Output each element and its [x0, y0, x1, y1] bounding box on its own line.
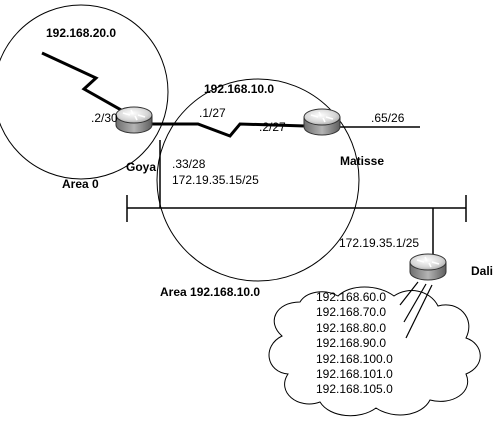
goya-ethernet-33-address: .33/28	[172, 157, 206, 171]
dali-network-item: 192.168.90.0	[316, 336, 387, 351]
router-dali-label: Dali	[471, 264, 494, 278]
goya-ethernet-172-address: 172.19.35.15/25	[172, 173, 259, 187]
network-192-168-10-0-label: 192.168.10.0	[204, 82, 275, 96]
dali-network-leader-2	[403, 283, 427, 323]
area-192-168-10-0-circle	[156, 78, 360, 282]
area-0-label: Area 0	[62, 177, 99, 191]
dali-networks-cloud	[268, 286, 481, 417]
router-matisse-label: Matisse	[340, 154, 385, 168]
dali-network-leader-3	[405, 284, 433, 339]
wan-serial-link	[41, 51, 131, 117]
dali-ethernet-address: 172.19.35.1/25	[339, 236, 420, 250]
matisse-router-icon	[303, 108, 341, 136]
goya-matisse-serial-link	[140, 122, 306, 138]
dali-network-item: 192.168.105.0	[316, 382, 393, 397]
dali-network-list: 192.168.60.0 192.168.70.0 192.168.80.0 1…	[316, 290, 393, 398]
area-192-168-10-0-label: Area 192.168.10.0	[160, 285, 261, 299]
dali-network-leader-1	[399, 281, 419, 306]
dali-network-item: 192.168.80.0	[316, 320, 387, 335]
dali-network-item: 192.168.60.0	[316, 290, 387, 304]
area-0-circle	[0, 4, 169, 180]
goya-serial-wan-address: .2/30	[91, 111, 118, 125]
dali-network-item: 192.168.70.0	[316, 305, 387, 320]
router-goya-label: Goya	[126, 160, 157, 174]
goya-router-icon	[115, 106, 153, 134]
dali-network-item: 192.168.100.0	[316, 351, 393, 366]
network-192-168-20-0-label: 192.168.20.0	[46, 26, 117, 40]
matisse-serial-address: .2/27	[259, 120, 286, 134]
matisse-ethernet-address: .65/26	[371, 111, 405, 125]
goya-serial-matisse-address: .1/27	[199, 106, 226, 120]
dali-network-item: 192.168.101.0	[316, 367, 393, 382]
dali-router-icon	[409, 253, 447, 281]
